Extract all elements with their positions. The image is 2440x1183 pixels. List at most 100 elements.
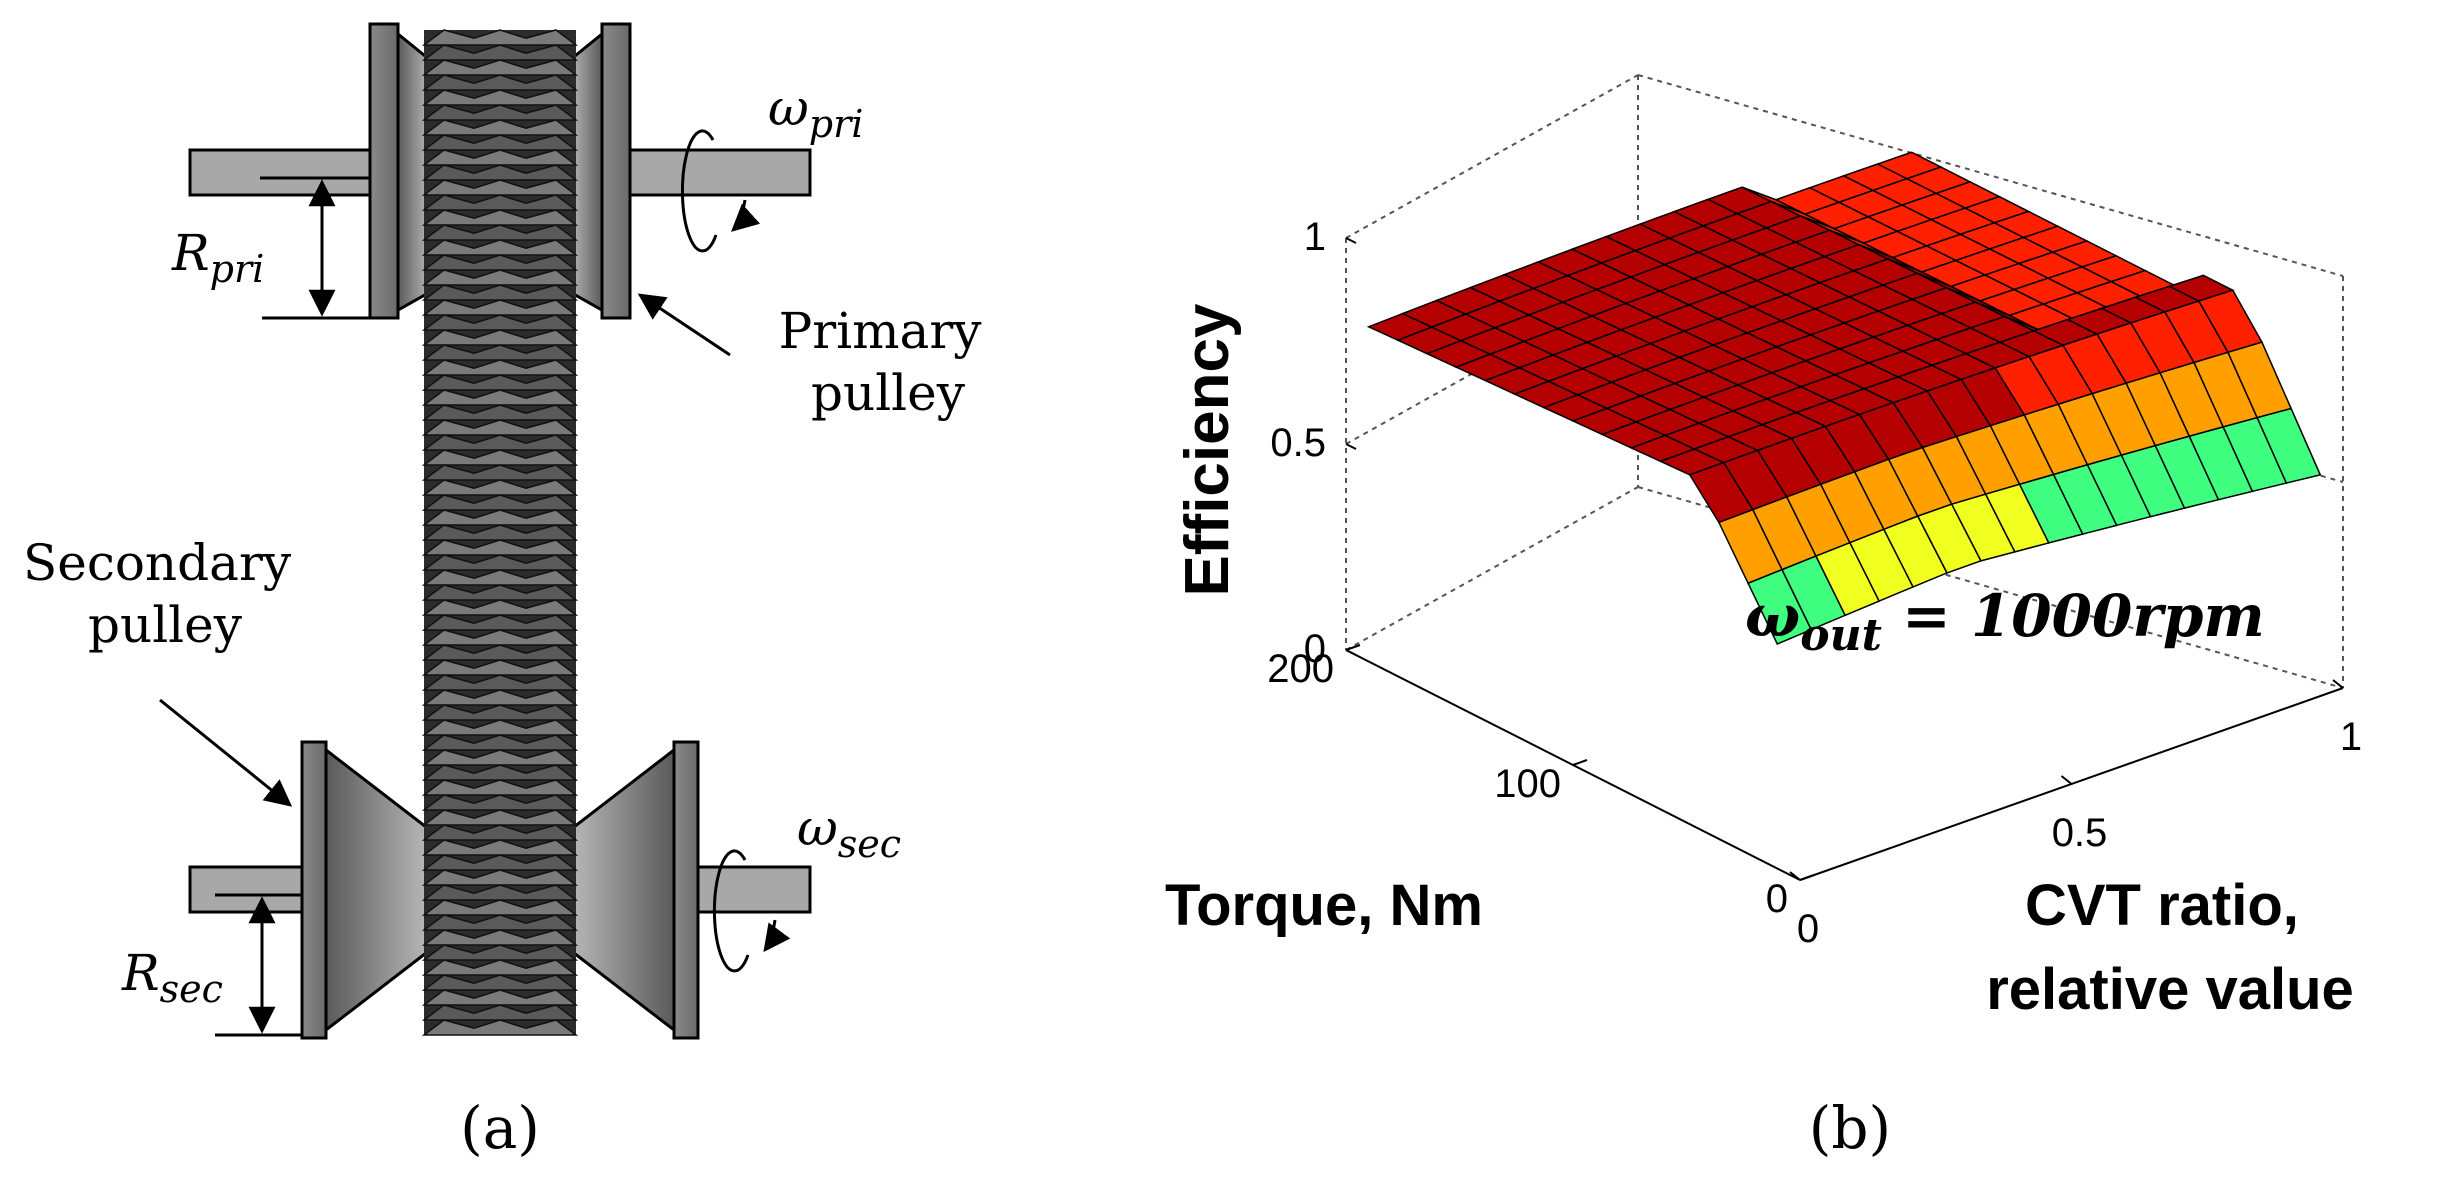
belt-element	[421, 434, 579, 451]
belt-element	[421, 509, 579, 526]
belt-element	[421, 209, 579, 226]
belt-element	[421, 644, 579, 661]
belt-element	[421, 704, 579, 721]
secondary-rotation-icon	[712, 849, 791, 973]
belt-element	[421, 554, 579, 571]
belt-element	[421, 119, 579, 136]
omega-out-annotation: ωout = 1000rpm	[1745, 582, 2265, 661]
belt-element	[421, 989, 579, 1006]
belt-element	[421, 839, 579, 856]
belt-element	[421, 824, 579, 841]
belt-element	[421, 29, 579, 46]
surface-patch	[2256, 407, 2322, 484]
belt-element	[421, 959, 579, 976]
primary-pulley-leader	[637, 293, 731, 357]
belt-element	[421, 794, 579, 811]
belt-element	[421, 239, 579, 256]
belt-element	[421, 194, 579, 211]
belt-element	[421, 464, 579, 481]
belt-element	[421, 224, 579, 241]
belt-element	[421, 254, 579, 271]
belt-element	[421, 854, 579, 871]
primary-rotation-icon	[680, 129, 761, 253]
secondary-pulley-label: Secondary pulley	[23, 534, 307, 654]
belt-element	[421, 629, 579, 646]
belt-element	[421, 719, 579, 736]
r-sec-dimension	[215, 893, 302, 1037]
panel-a-caption: (a)	[460, 1094, 540, 1162]
ratio-tick-label: 1	[2340, 715, 2362, 759]
belt-element	[421, 134, 579, 151]
belt-element	[421, 479, 579, 496]
r-sec-label: Rsec	[121, 944, 223, 1011]
belt-element	[421, 809, 579, 826]
belt-element	[421, 599, 579, 616]
belt-element	[421, 314, 579, 331]
primary-shaft-left	[188, 148, 382, 197]
torque-tick-label: 200	[1267, 647, 1334, 691]
belt-element	[421, 374, 579, 391]
belt-element	[421, 944, 579, 961]
belt-element	[421, 404, 579, 421]
primary-shaft-right	[623, 148, 812, 197]
z-tick-label: 0.5	[1270, 421, 1326, 465]
belt-element	[421, 164, 579, 181]
belt-element	[421, 584, 579, 601]
belt-element	[421, 89, 579, 106]
belt-element	[421, 104, 579, 121]
ratio-tick-label: 0.5	[2052, 811, 2108, 855]
belt-element	[421, 899, 579, 916]
belt-element	[421, 329, 579, 346]
belt-element	[421, 524, 579, 541]
belt-element	[421, 1004, 579, 1021]
belt-element	[421, 749, 579, 766]
belt-element	[421, 359, 579, 376]
primary-pulley-label: Primary pulley	[779, 302, 998, 422]
belt-element	[421, 734, 579, 751]
belt-element	[421, 764, 579, 781]
panel-b-caption: (b)	[1809, 1094, 1891, 1162]
belt-element	[421, 149, 579, 166]
belt-element	[421, 389, 579, 406]
belt-element	[421, 344, 579, 361]
belt-element	[421, 269, 579, 286]
belt-element	[421, 929, 579, 946]
torque-tick-label: 0	[1766, 877, 1788, 921]
belt-element	[421, 299, 579, 316]
torque-tick-label: 100	[1494, 762, 1561, 806]
belt-element	[421, 59, 579, 76]
belt-element	[421, 659, 579, 676]
secondary-shaft-left	[188, 865, 317, 914]
omega-sec-label: ωsec	[797, 799, 901, 866]
belt-element	[421, 884, 579, 901]
secondary-pulley	[300, 740, 700, 1040]
belt-element	[421, 974, 579, 991]
belt-element	[421, 449, 579, 466]
z-tick-label: 1	[1304, 215, 1326, 259]
x-axis-label: CVT ratio, relative value	[1986, 873, 2354, 1022]
z-axis-label: Efficiency	[1173, 303, 1242, 596]
belt-element	[421, 419, 579, 436]
belt-element	[421, 869, 579, 886]
r-pri-dimension	[260, 176, 370, 320]
omega-pri-label: ωpri	[768, 79, 863, 146]
y-axis-label: Torque, Nm	[1165, 873, 1483, 938]
r-pri-label: Rpri	[171, 224, 264, 291]
belt-element	[421, 74, 579, 91]
belt-element	[421, 914, 579, 931]
ratio-tick-label: 0	[1797, 907, 1819, 951]
secondary-pulley-leader	[159, 698, 293, 807]
z-tick-label: 0	[1304, 627, 1326, 671]
belt-element	[421, 614, 579, 631]
cvt-diagram: ωpri ωsec Rpri Rsec Primary pulley Secon…	[23, 22, 998, 1162]
belt-element	[421, 689, 579, 706]
secondary-shaft-right	[688, 865, 812, 914]
belt-element	[421, 539, 579, 556]
belt-element	[421, 1019, 579, 1036]
belt-element	[421, 44, 579, 61]
belt-element	[421, 569, 579, 586]
efficiency-surface	[1366, 151, 2322, 645]
